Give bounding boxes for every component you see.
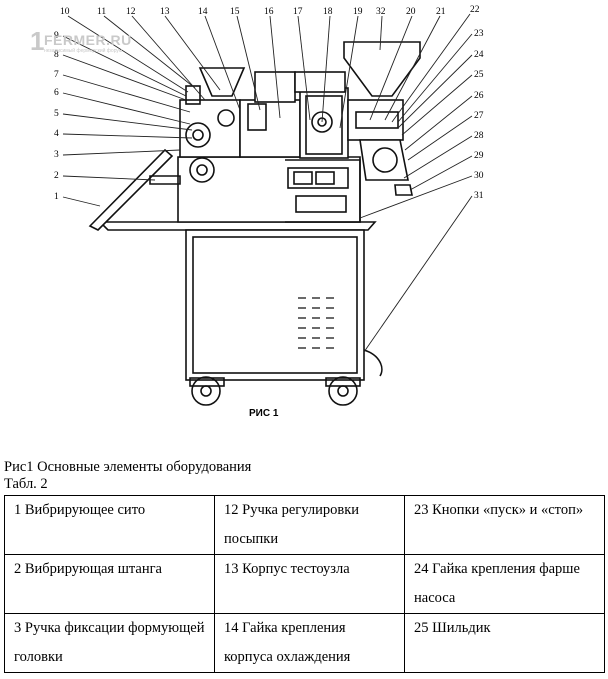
table-cell: 13 Корпус тестоузла xyxy=(214,554,405,614)
table-cell: 23 Кнопки «пуск» и «стоп» xyxy=(404,495,605,555)
callout-top-11: 20 xyxy=(406,7,416,17)
watermark-tagline: независимый фермерский форум xyxy=(44,48,123,54)
parts-table: 1 Вибрирующее сито 12 Ручка регулировки … xyxy=(4,495,605,673)
callout-top-9: 19 xyxy=(353,7,363,17)
figure-description: Рис1 Основные элементы оборудования xyxy=(4,459,252,475)
table-cell: 24 Гайка крепления фарше насоса xyxy=(404,554,605,614)
callout-right-1: 24 xyxy=(474,50,484,60)
callout-right-7: 30 xyxy=(474,171,484,181)
callout-left-1: 8 xyxy=(54,50,59,60)
callout-top-3: 13 xyxy=(160,7,170,17)
callout-top-4: 14 xyxy=(198,7,208,17)
table-label: Табл. 2 xyxy=(4,476,48,492)
callout-right-5: 28 xyxy=(474,131,484,141)
callout-top-10: 32 xyxy=(376,7,386,17)
callout-right-0: 23 xyxy=(474,29,484,39)
callout-left-8: 1 xyxy=(54,192,59,202)
callout-left-7: 2 xyxy=(54,171,59,181)
table-cell: 3 Ручка фиксации формующей головки xyxy=(4,613,215,673)
figure-caption: РИС 1 xyxy=(249,408,279,419)
callout-right-4: 27 xyxy=(474,111,484,121)
callout-right-3: 26 xyxy=(474,91,484,101)
callout-left-4: 5 xyxy=(54,109,59,119)
callout-left-2: 7 xyxy=(54,70,59,80)
callout-top-2: 12 xyxy=(126,7,136,17)
callout-left-0: 9 xyxy=(54,31,59,41)
callout-top-1: 11 xyxy=(97,7,106,17)
callout-top-0: 10 xyxy=(60,7,70,17)
table-cell: 25 Шильдик xyxy=(404,613,605,673)
callout-right-2: 25 xyxy=(474,70,484,80)
callout-top-7: 17 xyxy=(293,7,303,17)
callout-top-13: 22 xyxy=(470,5,480,15)
callout-top-5: 15 xyxy=(230,7,240,17)
callout-right-8: 31 xyxy=(474,191,484,201)
table-row: 3 Ручка фиксации формующей головки 14 Га… xyxy=(4,613,605,673)
callout-left-5: 4 xyxy=(54,129,59,139)
callout-top-6: 16 xyxy=(264,7,274,17)
equipment-figure: 10 11 12 13 14 15 16 17 18 19 32 20 21 2… xyxy=(54,5,484,419)
table-cell: 2 Вибрирующая штанга xyxy=(4,554,215,614)
machine-drawing: 10 11 12 13 14 15 16 17 18 19 32 20 21 2… xyxy=(54,5,484,419)
watermark-site: FERMER.RU xyxy=(44,32,132,48)
watermark-digit: 1 xyxy=(30,26,45,56)
table-cell: 1 Вибрирующее сито xyxy=(4,495,215,555)
table-row: 2 Вибрирующая штанга 13 Корпус тестоузла… xyxy=(4,554,605,614)
table-row: 1 Вибрирующее сито 12 Ручка регулировки … xyxy=(4,495,605,555)
callout-left-6: 3 xyxy=(54,150,59,160)
table-cell: 14 Гайка крепления корпуса охлаждения xyxy=(214,613,405,673)
callout-right-6: 29 xyxy=(474,151,484,161)
table-cell: 12 Ручка регулировки посыпки xyxy=(214,495,405,555)
callout-left-3: 6 xyxy=(54,88,59,98)
callout-top-12: 21 xyxy=(436,7,446,17)
callout-top-8: 18 xyxy=(323,7,333,17)
